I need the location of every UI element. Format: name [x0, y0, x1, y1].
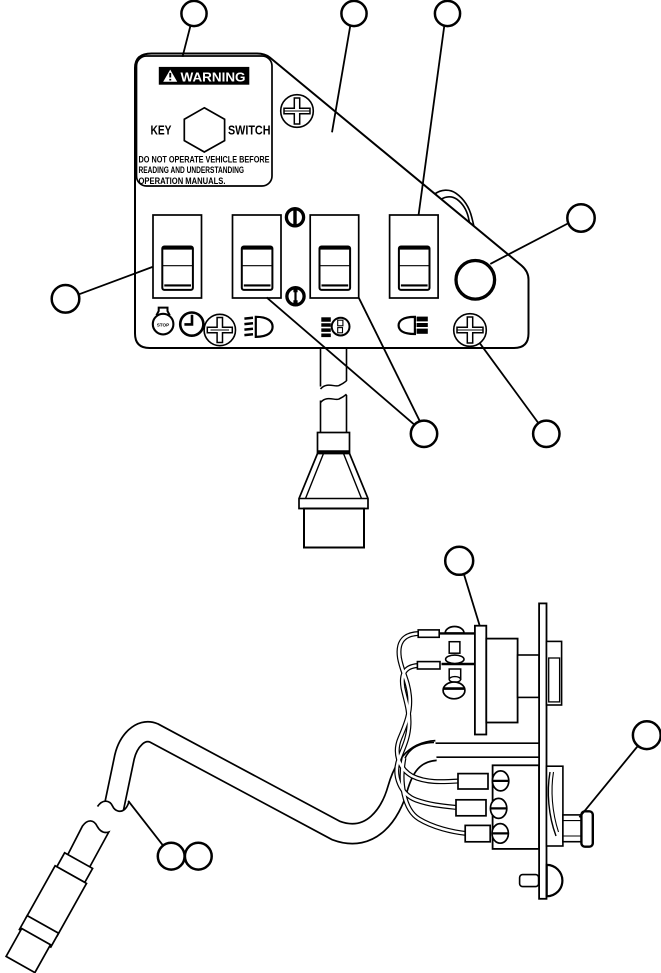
svg-text:DO NOT OPERATE VEHICLE BEFORE: DO NOT OPERATE VEHICLE BEFORE — [139, 154, 270, 164]
svg-text:STOP: STOP — [157, 323, 170, 329]
svg-text:READING AND UNDERSTANDING: READING AND UNDERSTANDING — [139, 165, 245, 175]
svg-text:SWITCH: SWITCH — [228, 124, 271, 138]
svg-text:OPERATION MANUALS.: OPERATION MANUALS. — [139, 176, 226, 186]
svg-text:KEY: KEY — [151, 124, 173, 138]
svg-text:WARNING: WARNING — [181, 69, 246, 84]
